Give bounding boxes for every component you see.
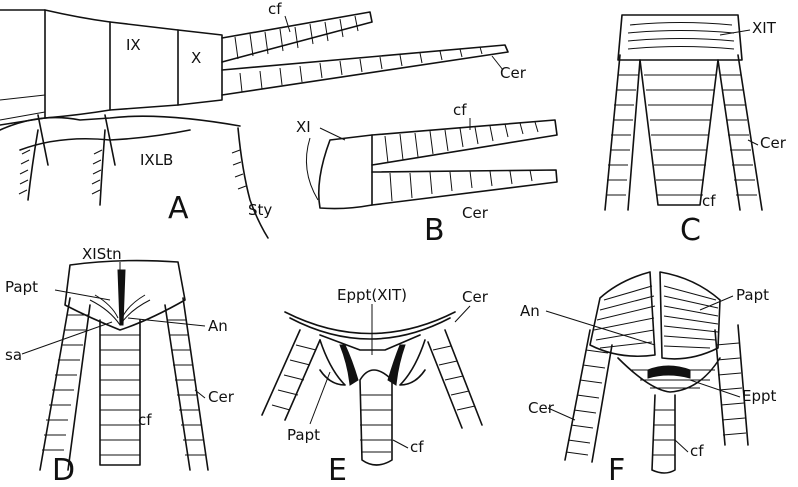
panel-a-letter: A [168, 191, 189, 226]
panel-a: IX X cf Cer IXLB Sty A [0, 0, 527, 238]
panel-c-label-xit: XIT [752, 19, 777, 37]
panel-c-leader-cer [748, 140, 758, 145]
panel-e-label-cer: Cer [462, 288, 489, 306]
panel-f-label-papt: Papt [736, 286, 769, 304]
panel-a-label-cf: cf [268, 0, 282, 18]
panel-c-letter: C [680, 213, 701, 248]
panel-c-label-cf: cf [702, 192, 716, 210]
panel-e-label-eppt: Eppt(XIT) [337, 286, 407, 304]
panel-e-leader-cer [455, 306, 470, 322]
panel-f-drawing [565, 272, 748, 473]
panel-d-label-xistn: XIStn [82, 245, 122, 263]
panel-d-label-cf: cf [138, 411, 152, 429]
panel-a-label-sty: Sty [248, 201, 272, 219]
panel-e-label-cf: cf [410, 438, 424, 456]
panel-f-label-cf: cf [690, 442, 704, 460]
panel-d: XIStn Papt An sa Cer cf D [5, 245, 235, 487]
panel-f-label-an: An [520, 302, 540, 320]
panel-d-letter: D [52, 453, 75, 487]
panel-a-leader-cer [492, 56, 503, 70]
panel-b: XI cf Cer B [296, 101, 557, 248]
panel-f-letter: F [608, 453, 625, 487]
panel-a-label-ix: IX [126, 36, 141, 54]
panel-e: Eppt(XIT) Cer Papt cf E [262, 286, 489, 487]
panel-e-leader-cf [393, 440, 408, 448]
panel-c-drawing [605, 15, 762, 210]
panel-d-label-cer: Cer [208, 388, 235, 406]
panel-f: An Papt Eppt Cer cf F [520, 272, 777, 487]
panel-a-label-cer: Cer [500, 64, 527, 82]
panel-b-label-cer: Cer [462, 204, 489, 222]
panel-f-label-cer: Cer [528, 399, 555, 417]
panel-a-leader-cf [285, 16, 290, 32]
panel-d-label-sa: sa [5, 346, 22, 364]
panel-c: XIT Cer cf C [605, 15, 787, 248]
panel-f-leader-an [546, 311, 655, 345]
panel-d-leader-sa [22, 322, 112, 354]
panel-b-label-xi: XI [296, 118, 311, 136]
panel-f-label-eppt: Eppt [742, 387, 777, 405]
panel-d-leader-papt [55, 290, 110, 300]
panel-b-drawing [319, 120, 557, 209]
panel-e-leader-papt [310, 372, 330, 424]
panel-b-letter: B [424, 213, 445, 248]
panel-a-label-ixlb: IXLB [140, 151, 173, 169]
panel-f-leader-cf [675, 440, 688, 452]
panel-e-letter: E [328, 453, 347, 487]
panel-e-label-papt: Papt [287, 426, 320, 444]
panel-c-label-cer: Cer [760, 134, 787, 152]
panel-d-label-papt: Papt [5, 278, 38, 296]
panel-a-label-x: X [191, 49, 201, 67]
panel-d-label-an: An [208, 317, 228, 335]
panel-b-label-cf: cf [453, 101, 467, 119]
